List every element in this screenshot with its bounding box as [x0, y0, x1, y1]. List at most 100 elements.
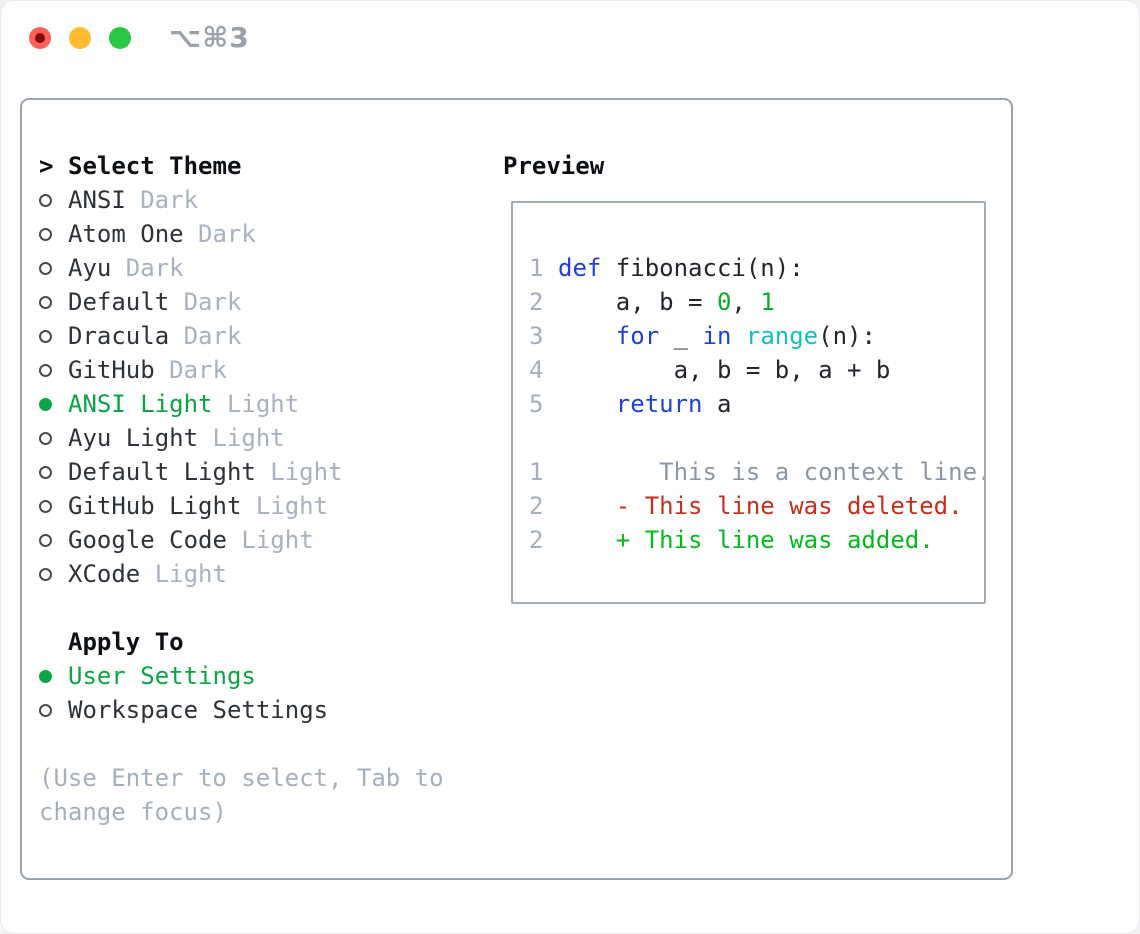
code-line: 4 a, b = b, a + b: [529, 353, 970, 387]
line-number: 5: [529, 390, 544, 418]
theme-option-label: XCode: [68, 560, 141, 588]
code-token-context: This is a context line.: [558, 458, 986, 486]
theme-option-default-light[interactable]: Default Light Light: [39, 455, 499, 489]
line-number: 2: [529, 526, 544, 554]
code-token-num: 1: [760, 288, 775, 316]
theme-option-label: GitHub: [68, 356, 155, 384]
theme-option-ayu-light[interactable]: Ayu Light Light: [39, 421, 499, 455]
code-token-plain: [558, 390, 616, 418]
theme-variant-tag: Dark: [183, 288, 242, 316]
code-line: 2 + This line was added.: [529, 523, 970, 557]
window-title: ⌥⌘3: [169, 21, 250, 54]
theme-variant-tag: Light: [241, 526, 314, 554]
apply-option-label: User Settings: [68, 662, 256, 690]
close-button[interactable]: [29, 27, 51, 49]
code-token-plain: a: [702, 390, 732, 418]
line-number: 3: [529, 322, 544, 350]
line-number: 2: [529, 492, 544, 520]
theme-variant-tag: Light: [226, 390, 300, 418]
traffic-lights: [29, 27, 131, 49]
select-theme-header: > Select Theme: [39, 149, 499, 183]
theme-variant-tag: Light: [270, 458, 343, 486]
preview-title: Preview: [503, 152, 605, 180]
code-token-num: 0: [716, 288, 732, 316]
theme-variant-tag: Light: [212, 424, 285, 452]
theme-option-label: ANSI Light: [68, 390, 213, 418]
theme-option-github[interactable]: GitHub Dark: [39, 353, 499, 387]
radio-icon: [39, 703, 52, 717]
theme-variant-tag: Dark: [125, 254, 184, 282]
radio-icon: [39, 533, 52, 547]
titlebar: ⌥⌘3: [1, 1, 1139, 76]
code-token-plain: a, b =: [558, 288, 717, 316]
radio-icon: [39, 261, 52, 275]
code-token-plain: fibonacci(n):: [601, 254, 804, 282]
code-token-plain: [731, 322, 745, 350]
code-token-plain: _: [659, 322, 703, 350]
radio-icon: [39, 465, 52, 479]
line-number: 4: [529, 356, 544, 384]
theme-option-ansi-light[interactable]: ANSI Light Light: [39, 387, 499, 421]
code-token-plain: ,: [731, 288, 761, 316]
code-line: [529, 421, 970, 455]
close-dot-icon: [35, 33, 45, 43]
theme-option-label: Atom One: [68, 220, 184, 248]
radio-icon: [39, 499, 52, 513]
theme-variant-tag: Light: [154, 560, 227, 588]
radio-selected-icon: [39, 669, 52, 683]
code-line: 1 def fibonacci(n):: [529, 251, 970, 285]
focus-caret-icon: >: [39, 152, 54, 180]
code-token-builtin: range: [745, 322, 819, 350]
minimize-button[interactable]: [69, 27, 91, 49]
code-token-kw: in: [702, 322, 732, 350]
select-theme-title: Select Theme: [68, 152, 242, 180]
line-number: 2: [529, 288, 544, 316]
radio-icon: [39, 431, 52, 445]
apply-to-title: Apply To: [68, 628, 184, 656]
hint-text-line-2: change focus): [39, 798, 227, 826]
code-token-kw: for: [615, 322, 660, 350]
apply-option-user-settings[interactable]: User Settings: [39, 659, 499, 693]
apply-option-workspace-settings[interactable]: Workspace Settings: [39, 693, 499, 727]
theme-option-google-code[interactable]: Google Code Light: [39, 523, 499, 557]
code-token-kw: return: [615, 390, 703, 418]
theme-variant-tag: Light: [255, 492, 329, 520]
theme-option-xcode[interactable]: XCode Light: [39, 557, 499, 591]
line-number: 1: [529, 458, 544, 486]
radio-icon: [39, 227, 52, 241]
zoom-button[interactable]: [109, 27, 131, 49]
radio-selected-icon: [39, 397, 52, 411]
code-token-plain: a, b = b, a + b: [558, 356, 891, 384]
theme-option-label: Google Code: [68, 526, 227, 554]
code-token-plain: (n):: [818, 322, 876, 350]
code-token-plain: [558, 322, 616, 350]
radio-icon: [39, 193, 52, 207]
hint-text-line-1: (Use Enter to select, Tab to: [39, 764, 444, 792]
theme-option-label: Ayu Light: [68, 424, 199, 452]
radio-icon: [39, 567, 52, 581]
code-line: 2 - This line was deleted.: [529, 489, 970, 523]
code-line: 2 a, b = 0, 1: [529, 285, 970, 319]
preview-header: Preview: [503, 149, 1003, 183]
code-line: 5 return a: [529, 387, 970, 421]
code-line: 3 for _ in range(n):: [529, 319, 970, 353]
theme-variant-tag: Dark: [169, 356, 227, 384]
theme-option-label: ANSI: [68, 186, 126, 214]
theme-option-label: Default Light: [68, 458, 256, 486]
code-token-kw: def: [558, 254, 602, 282]
apply-to-header: Apply To: [39, 625, 499, 659]
spacer-row: [39, 591, 499, 625]
line-number: 1: [529, 254, 544, 282]
